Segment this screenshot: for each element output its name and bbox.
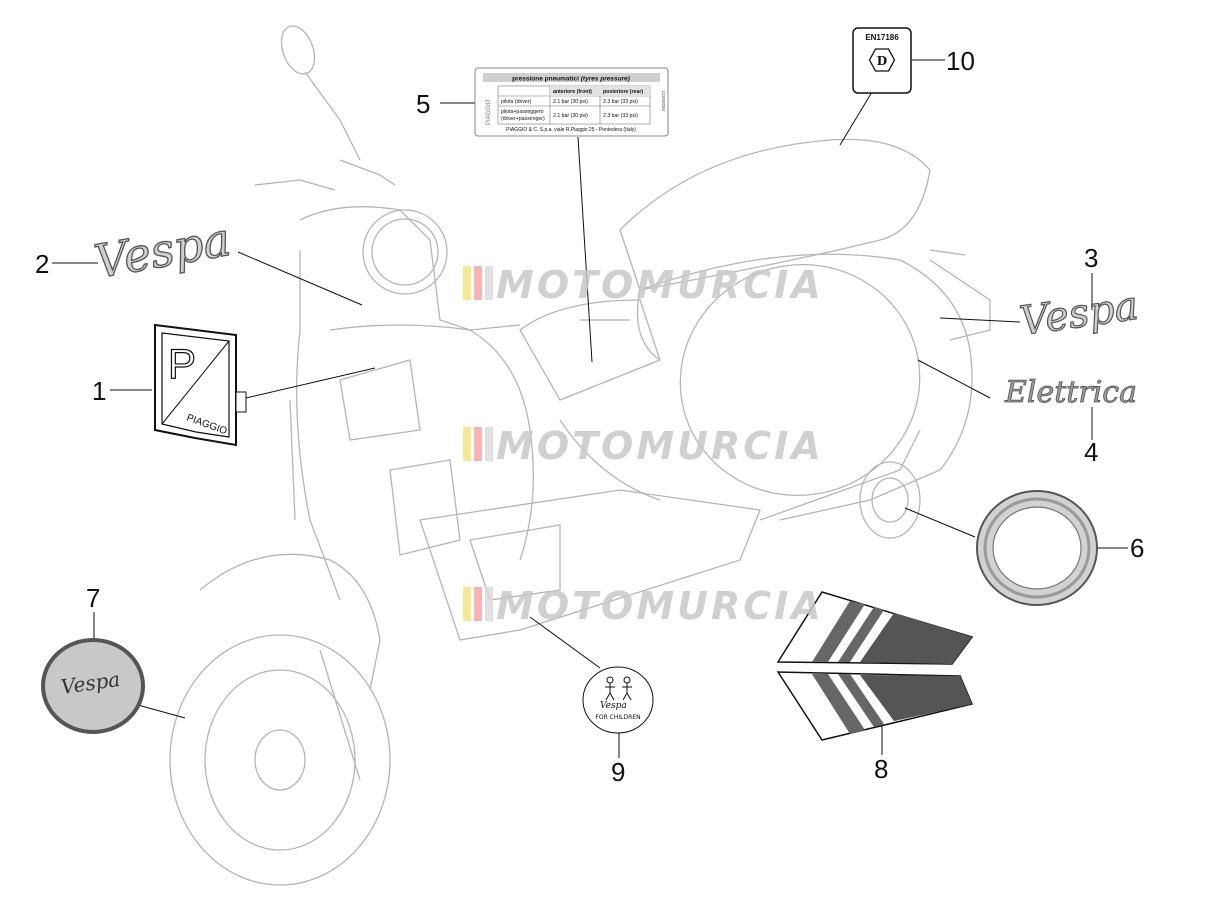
part-7-vespa-badge: Vespa <box>41 638 145 734</box>
callout-numbers: 1 2 3 4 5 6 7 8 9 10 <box>35 46 1144 787</box>
scooter-outline <box>169 25 991 886</box>
elettrica-script: Elettrica <box>1004 375 1137 410</box>
callout-6: 6 <box>1130 533 1144 563</box>
callout-10: 10 <box>946 46 975 76</box>
tyre-brand-side: PIAGGIO <box>486 99 492 125</box>
cert-letter: D <box>877 54 887 68</box>
tyre-row2-front: 2.1 bar (30 psi) <box>553 113 588 119</box>
tyre-row2-rear: 2.3 bar (33 psi) <box>603 113 638 119</box>
part-6-ring-decal <box>976 490 1098 606</box>
tyre-row1-rear: 2.3 bar (33 psi) <box>603 99 638 105</box>
watermark-3: MOTOMURCIA <box>463 584 824 628</box>
part-10-cert-label: EN17186 D <box>852 27 912 94</box>
cert-code: EN17186 <box>865 33 899 42</box>
svg-text:MOTOMURCIA: MOTOMURCIA <box>496 424 824 468</box>
vespa-script-left: Vespa <box>91 212 235 289</box>
piaggio-p-letter: P <box>168 340 196 387</box>
tyre-title-en: (tyres pressure) <box>581 76 630 83</box>
callout-4: 4 <box>1084 437 1098 467</box>
tyre-title-it: pressione pneumatici <box>512 76 579 83</box>
part-4-elettrica-script: Elettrica <box>1004 375 1138 411</box>
watermarks: MOTOMURCIA MOTOMURCIA MOTOMURCIA <box>463 263 824 628</box>
svg-text:MOTOMURCIA: MOTOMURCIA <box>496 584 824 628</box>
tyre-row1-name: pilota (driver) <box>501 99 532 105</box>
svg-text:pressione pneumatici: pressione pneumatici (tyres pressure) <box>512 76 630 83</box>
tyre-footer: PIAGGIO & C. S.p.a. viale R.Piaggio 25 -… <box>506 127 636 133</box>
svg-text:MOTOMURCIA: MOTOMURCIA <box>496 263 824 307</box>
tyre-row2-name-a: pilota+passeggero <box>501 109 544 115</box>
part-1-piaggio-emblem: P PIAGGIO <box>154 323 247 447</box>
leader-lines <box>52 59 1128 758</box>
vespa-script-right: Vespa <box>1017 283 1141 345</box>
tyre-code-side: 1G000286 <box>661 90 666 112</box>
part-2-vespa-script: Vespa <box>90 211 235 289</box>
watermark-2: MOTOMURCIA <box>463 424 824 468</box>
tyre-col-front: anteriore (front) <box>553 89 592 95</box>
tyre-row2-name-b: (driver+passenger) <box>501 116 545 122</box>
callout-3: 3 <box>1084 243 1098 273</box>
part-9-children-decal: Vespa FOR CHILDREN <box>582 666 654 734</box>
callout-7: 7 <box>86 583 100 613</box>
tyre-row1-front: 2.1 bar (30 psi) <box>553 99 588 105</box>
callout-1: 1 <box>92 376 106 406</box>
callout-8: 8 <box>874 754 888 784</box>
callout-5: 5 <box>416 89 430 119</box>
children-vespa-script: Vespa <box>600 701 627 711</box>
watermark-1: MOTOMURCIA <box>463 263 824 307</box>
callout-9: 9 <box>611 757 625 787</box>
part-3-vespa-script: Vespa <box>1016 282 1141 345</box>
children-text: FOR CHILDREN <box>595 714 640 721</box>
part-5-tyre-pressure-label: pressione pneumatici (tyres pressure) an… <box>474 67 669 137</box>
tyre-col-rear: posteriore (rear) <box>603 89 643 95</box>
part-8-stripe-decals <box>776 591 974 741</box>
callout-2: 2 <box>35 249 49 279</box>
